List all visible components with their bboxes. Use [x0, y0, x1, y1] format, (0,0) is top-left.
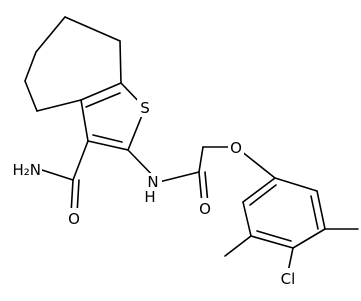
- bond-ring8-5: [36, 99, 82, 112]
- bond-ring8-4: [24, 80, 38, 112]
- bond-thio-c3-c3a: [80, 99, 89, 142]
- bond-benz-5-6: [242, 201, 252, 237]
- bond-ring8-6: [119, 40, 122, 84]
- bond-lines: [24, 16, 359, 273]
- bond-benz-1-2: [274, 177, 318, 192]
- bond-benz-4-5: [250, 235, 294, 249]
- bond-carbonyl-ch2: [198, 146, 204, 173]
- atom-carboxamide-group: H₂N: [12, 161, 41, 179]
- atom-amide-nitrogen: N: [147, 173, 158, 191]
- atom-ether-oxygen: O: [230, 139, 242, 157]
- atom-chlorine: Cl: [281, 270, 296, 288]
- bond-nh-carbonyl: [158, 171, 200, 183]
- atom-sulfur: S: [140, 99, 150, 117]
- bond-thio-c3a-c7a-double: [85, 92, 121, 108]
- bond-ring8-1: [64, 16, 121, 42]
- bond-c3-carbonyl: [72, 140, 89, 181]
- bond-benz-4-5-double: [256, 230, 292, 242]
- bond-benz-2-3: [316, 190, 326, 230]
- atom-acetamide-oxygen: O: [199, 200, 211, 218]
- atom-amide-hydrogen: H: [144, 188, 155, 206]
- bond-methyl-lower: [224, 235, 252, 257]
- bond-thio-c2-c3: [87, 140, 129, 151]
- atom-carboxamide-oxygen: O: [68, 210, 80, 228]
- bond-benz-6-1-double: [249, 184, 277, 206]
- bond-thio-c2-c3-double: [92, 134, 123, 143]
- bond-carbonyl-nh2: [41, 169, 74, 181]
- bond-benz-6-1: [242, 177, 276, 203]
- bond-benz-2-3-double: [310, 195, 319, 230]
- bond-ring8-3: [24, 51, 37, 82]
- bond-benz-3-4: [292, 228, 326, 249]
- bond-thio-c3a-c7a: [80, 82, 122, 101]
- bond-ring8-2: [35, 16, 66, 53]
- atom-labels: S N H H₂N O O O Cl: [5, 99, 301, 290]
